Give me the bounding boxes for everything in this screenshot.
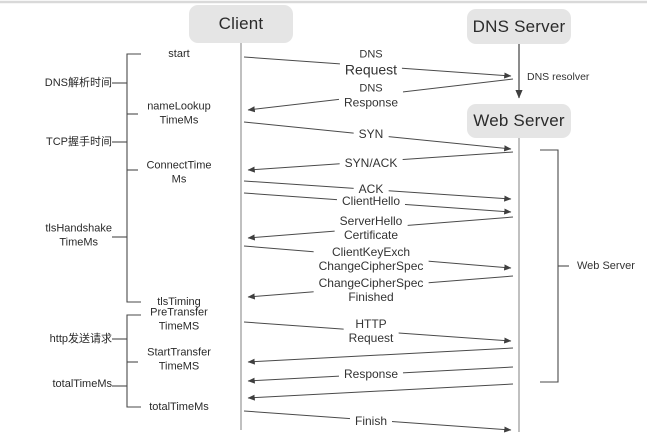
message-label-line: Response — [343, 95, 399, 110]
dns-resolver-label: DNS resolver — [527, 71, 590, 83]
message-label-line: Finish — [354, 413, 388, 428]
right-bracket — [540, 149, 559, 383]
message-label: ClientHello — [336, 193, 406, 209]
interval-label: http发送请求 — [49, 332, 112, 345]
message-label-line: Response — [343, 366, 399, 381]
interval-label: TCP握手时间 — [46, 135, 112, 148]
message-label-line: Certificate — [343, 228, 399, 242]
message-label-line: ClientKeyExch — [331, 244, 411, 259]
milestone-label: start — [168, 47, 190, 60]
message-label: SYN/ACK — [339, 155, 403, 171]
left-bracket-0 — [126, 53, 141, 303]
interval-label: tlsHandshake TimeMs — [45, 222, 112, 249]
milestone-label: ConnectTime Ms — [146, 159, 212, 186]
message-label: Finish — [349, 413, 393, 429]
message-label-line: ServerHello — [339, 213, 403, 228]
message-label-line: DNS — [359, 82, 383, 95]
message-label-line: Request — [348, 331, 394, 345]
message-label-line: ClientHello — [341, 193, 401, 208]
interval-label: totalTimeMs — [52, 377, 113, 390]
message-arrow-web-server-to-client — [247, 347, 514, 365]
dns-server-node: DNS Server — [467, 9, 571, 44]
message-label-line: ACK — [358, 181, 384, 196]
milestone-label: totalTimeMs — [149, 400, 209, 413]
message-label-line: ChangeCipherSpec — [318, 275, 424, 290]
message-label-line: Request — [344, 61, 398, 78]
milestone-label: nameLookup TimeMs — [147, 100, 211, 127]
message-label-line: Finished — [348, 290, 394, 304]
interval-label: DNS解析时间 — [44, 76, 112, 89]
milestone-label: PreTransfer TimeMS — [150, 306, 208, 333]
milestone-label: StartTransfer TimeMS — [147, 346, 211, 373]
left-bracket-1 — [126, 314, 141, 408]
message-label-line: ChangeCipherSpec — [318, 259, 424, 273]
message-label: SYN — [353, 126, 389, 142]
message-label-line: DNS — [359, 48, 383, 61]
message-label: Response — [338, 366, 404, 382]
message-label-line: HTTP — [355, 316, 387, 331]
milestone-label: tlsTiming — [157, 295, 201, 308]
message-arrow-web-server-to-client — [247, 383, 514, 401]
web-server-span-label: Web Server — [577, 260, 635, 272]
message-label-line: SYN — [358, 126, 384, 141]
message-label: ACK — [353, 181, 389, 197]
client-node: Client — [189, 5, 293, 43]
message-label-line: SYN/ACK — [344, 155, 398, 170]
web-server-node: Web Server — [467, 104, 571, 138]
